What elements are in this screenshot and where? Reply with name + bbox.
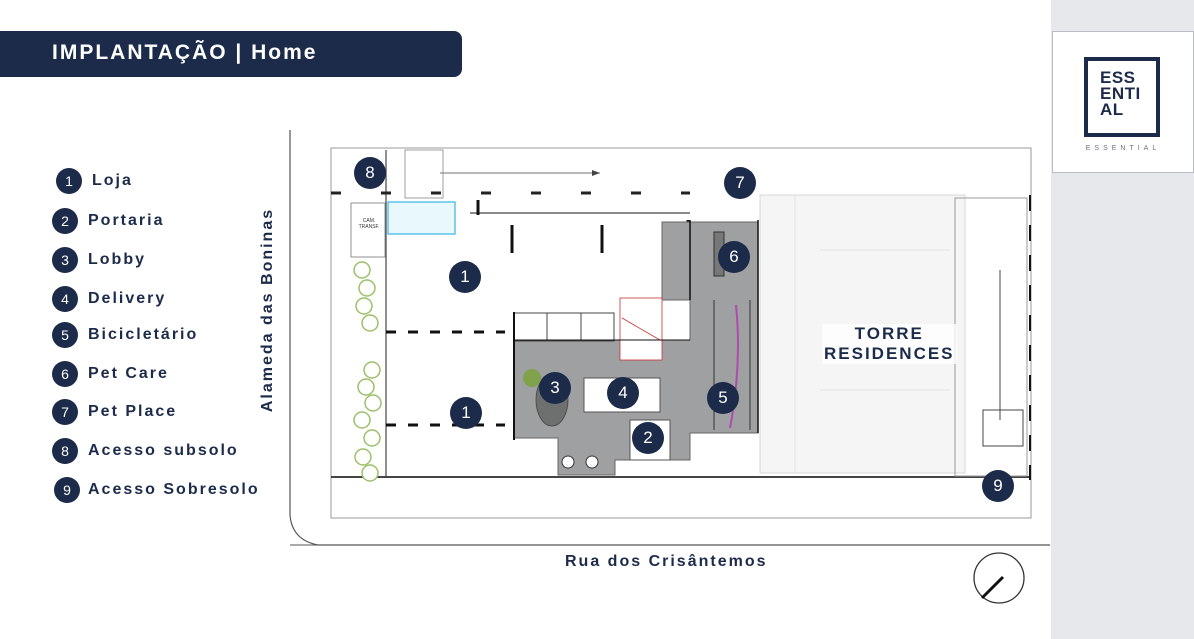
cam-label-line: TRANSF. — [358, 224, 380, 230]
title-bar: IMPLANTAÇÃO | Home — [0, 31, 462, 77]
tree-icon — [355, 297, 373, 315]
tree-icon — [353, 411, 371, 429]
tree-column — [353, 261, 382, 482]
legend-item-delivery: 4 Delivery — [52, 286, 166, 312]
tower-label-line: TORRE — [822, 324, 957, 344]
legend-label: Loja — [92, 172, 133, 189]
tree-icon — [354, 448, 372, 466]
legend-number-badge: 7 — [52, 399, 78, 425]
legend-item-loja: 1 Loja — [56, 168, 133, 194]
legend-label: Bicicletário — [88, 326, 199, 343]
legend-item-acesso-sobresolo: 9 Acesso Sobresolo — [54, 477, 260, 503]
logo-line: AL — [1100, 100, 1124, 119]
plant-icon — [523, 369, 541, 387]
tree-icon — [353, 261, 371, 279]
tower-label: TORRE RESIDENCES — [822, 324, 957, 364]
legend-item-pet-care: 6 Pet Care — [52, 361, 169, 387]
cam-transf-room — [350, 202, 386, 258]
storage-rooms — [513, 312, 615, 342]
legend-item-pet-place: 7 Pet Place — [52, 399, 177, 425]
legend-label: Delivery — [88, 290, 167, 307]
logo-wordmark: ESS ENTI AL — [1100, 68, 1141, 119]
tree-icon — [358, 279, 376, 297]
chair-icon — [585, 455, 599, 469]
tree-icon — [357, 378, 375, 396]
cam-transf-label: CAM. TRANSF. — [352, 218, 386, 230]
ramp-area — [954, 197, 1028, 477]
cam-label-line: CAM. — [362, 218, 376, 224]
legend-number-badge: 3 — [52, 247, 78, 273]
plan-marker-pet-place: 7 — [724, 167, 756, 199]
stair-hatch — [621, 317, 661, 341]
pool — [387, 201, 456, 235]
tree-icon — [361, 314, 379, 332]
plan-marker-pet-care: 6 — [718, 241, 750, 273]
plan-marker-loja-upper: 1 — [449, 261, 481, 293]
street-name-bottom: Rua dos Crisântemos — [565, 553, 768, 570]
legend-number-badge: 8 — [52, 438, 78, 464]
compass-icon — [973, 552, 1025, 604]
logo-line: ENTI — [1100, 84, 1141, 103]
plan-marker-lobby: 3 — [539, 372, 571, 404]
logo-frame: ESS ENTI AL — [1084, 57, 1160, 137]
site-plan — [289, 130, 1050, 604]
tree-icon — [363, 361, 381, 379]
legend-label: Acesso subsolo — [88, 442, 239, 459]
plan-marker-bicicletario: 5 — [707, 382, 739, 414]
bike-lane — [729, 304, 739, 429]
tree-icon — [364, 394, 382, 412]
plan-marker-acesso-subsolo: 8 — [354, 157, 386, 189]
legend-number-badge: 5 — [52, 322, 78, 348]
legend-item-acesso-subsolo: 8 Acesso subsolo — [52, 438, 239, 464]
plan-marker-loja-lower: 1 — [450, 397, 482, 429]
legend-label: Lobby — [88, 251, 146, 268]
page-title: IMPLANTAÇÃO | Home — [52, 41, 318, 64]
stair-box — [404, 149, 444, 199]
logo-line: ESS — [1100, 68, 1136, 87]
legend-label: Pet Place — [88, 403, 178, 420]
legend-label: Pet Care — [88, 365, 169, 382]
legend-number-badge: 6 — [52, 361, 78, 387]
access-box — [982, 409, 1024, 447]
tower-label-line: RESIDENCES — [822, 344, 957, 364]
ramp-arrow-head — [592, 170, 600, 176]
plan-marker-portaria: 2 — [632, 422, 664, 454]
street-name-left: Alameda das Boninas — [259, 207, 276, 413]
compass-needle — [980, 575, 1005, 600]
chair-icon — [561, 455, 575, 469]
lot-outline — [330, 147, 1032, 519]
legend-number-badge: 9 — [54, 477, 80, 503]
legend-number-badge: 2 — [52, 208, 78, 234]
legend-label: Acesso Sobresolo — [88, 481, 260, 498]
spacer — [800, 148, 1031, 195]
plan-marker-delivery: 4 — [607, 377, 639, 409]
plan-marker-acesso-sobresolo: 9 — [982, 470, 1014, 502]
logo-tagline: ESSENTIAL — [1085, 145, 1161, 152]
legend-item-lobby: 3 Lobby — [52, 247, 146, 273]
brand-logo: ESS ENTI AL ESSENTIAL — [1052, 31, 1194, 173]
tree-icon — [363, 429, 381, 447]
tree-icon — [361, 464, 379, 482]
legend-number-badge: 1 — [56, 168, 82, 194]
legend-item-portaria: 2 Portaria — [52, 208, 164, 234]
legend-label: Portaria — [88, 212, 165, 229]
legend-number-badge: 4 — [52, 286, 78, 312]
legend-item-bicicletario: 5 Bicicletário — [52, 322, 198, 348]
